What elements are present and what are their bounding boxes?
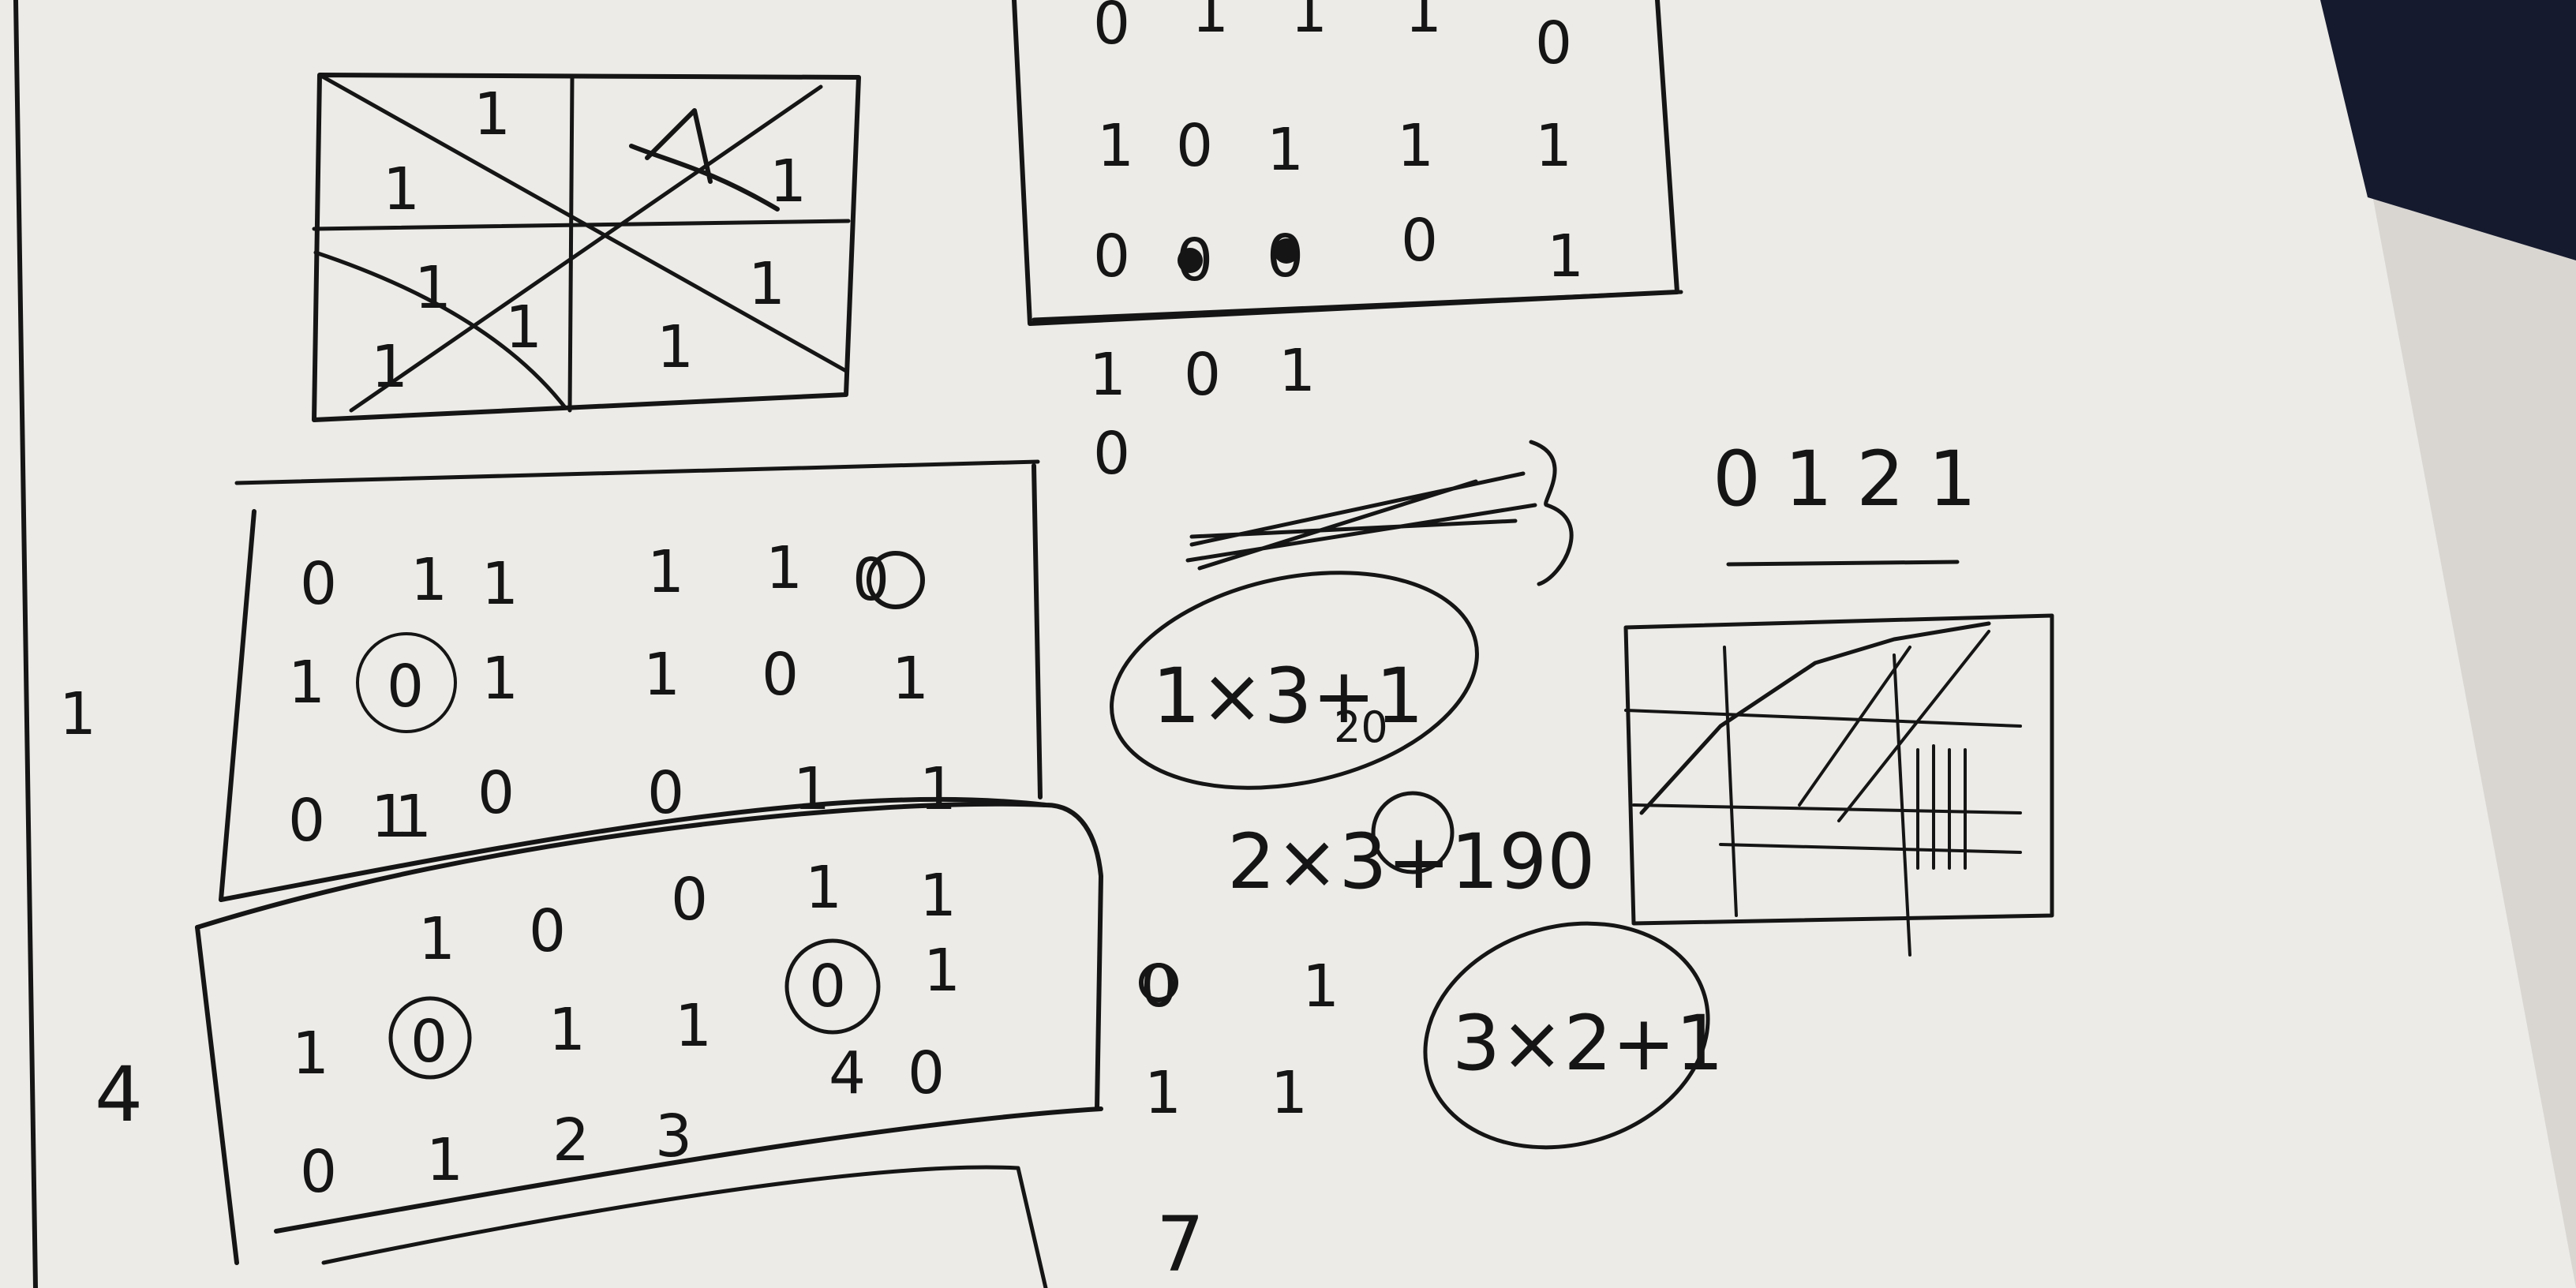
grid-b-cell: 0 xyxy=(1176,112,1213,180)
grid-c-cell: 1 xyxy=(647,538,684,606)
grid-c-cell: 0 xyxy=(387,653,424,721)
grid-a-cell: 1 xyxy=(505,294,542,361)
grid-d-cell: 0 xyxy=(300,1138,337,1206)
grid-c-cell: 1 xyxy=(371,783,408,851)
grid-c-cell: 1 xyxy=(919,755,957,823)
grid-c-margin-label: 1 xyxy=(59,680,96,748)
right-column-digit: 1 xyxy=(1144,1059,1181,1127)
grid-d-cell: 1 xyxy=(549,996,586,1064)
grid-b-below-cell: 0 xyxy=(1093,420,1130,488)
grid-b-cell: 0 xyxy=(1401,207,1438,275)
grid-c-cell: 1 xyxy=(410,546,447,614)
grid-d-cell: 4 xyxy=(829,1039,866,1107)
right-column-digit: 7 xyxy=(1156,1200,1204,1288)
grid-d-cell: 0 xyxy=(809,953,846,1020)
grid-c-cell: 1 xyxy=(288,649,325,717)
grid-d-cell: 1 xyxy=(805,854,842,922)
grid-c-cell: 0 xyxy=(477,759,515,827)
grid-a-cell: 1 xyxy=(414,254,451,322)
grid-d-cell: 1 xyxy=(919,862,957,930)
grid-d: 1 0 0 1 1 1 0 1 1 0 1 0 1 2 3 4 0 4 xyxy=(95,801,1103,1288)
grid-c-cell: 1 xyxy=(643,641,680,709)
grid-b-cell: 1 xyxy=(1397,112,1434,180)
grid-c: 0 1 1 1 1 0 1 0 1 1 0 1 0 1 1 0 0 1 1 1 xyxy=(59,459,1048,902)
grid-b-below-cell: 0 xyxy=(1184,341,1221,409)
right-column-digit: 1 xyxy=(1302,953,1339,1020)
grid-d-cell: 0 xyxy=(671,866,708,934)
grid-a-cell: 1 xyxy=(474,80,511,148)
grid-b-cell: 1 xyxy=(1405,0,1442,46)
grid-a-cell: 1 xyxy=(383,155,420,223)
grid-a-cell: 1 xyxy=(748,250,785,318)
formula-1-sub: 20 xyxy=(1334,702,1388,752)
right-column-digit: 1 xyxy=(1271,1059,1308,1127)
grid-b-cell: 1 xyxy=(1547,223,1584,290)
grid-c-cell: 0 xyxy=(288,787,325,855)
grid-d-cell: 0 xyxy=(529,897,566,965)
grid-c-cell: 1 xyxy=(766,534,803,602)
grid-b-below-cell: 1 xyxy=(1089,341,1126,409)
grid-d-cell: 1 xyxy=(292,1020,329,1088)
right-column-digits: 0 1 1 1 7 xyxy=(1139,953,1339,1288)
grid-c-cell: 0 xyxy=(762,641,799,709)
grid-d-cell: 3 xyxy=(655,1103,692,1170)
grid-b-cell: 1 xyxy=(1267,116,1304,184)
grid-b-cell: 1 xyxy=(1097,112,1134,180)
grid-c-cell: 1 xyxy=(395,783,432,851)
top-right-digits: 0121 xyxy=(1713,435,2000,523)
grid-a-cell: 1 xyxy=(657,313,694,381)
grid-d-cell: 1 xyxy=(418,905,455,973)
grid-b-cell: 1 xyxy=(1192,0,1229,46)
grid-d-cell: 0 xyxy=(410,1008,447,1076)
formula-3: 3×2+1 xyxy=(1452,999,1724,1088)
grid-d-cell: 1 xyxy=(426,1126,463,1194)
grid-c-cell: 1 xyxy=(481,645,519,713)
right-column-digit: 0 xyxy=(1140,953,1178,1020)
grid-a-cell: 1 xyxy=(769,148,807,215)
grid-c-cell: 0 xyxy=(300,550,337,618)
dark-corner xyxy=(2320,0,2576,260)
grid-b-cell: 0 xyxy=(1093,0,1130,58)
formula-1: 1×3+1 xyxy=(1152,652,1424,740)
grid-a-cell: 1 xyxy=(371,333,408,401)
grid-d-margin-label: 4 xyxy=(95,1050,143,1139)
paper-left-edge xyxy=(13,0,38,1288)
grid-a: 1 1 1 1 1 1 1 1 xyxy=(312,73,861,422)
grid-c-cell: 1 xyxy=(892,645,929,713)
grid-b: 0 1 1 1 0 1 0 1 1 1 0 0 0 0 1 1 0 1 0 xyxy=(1012,0,1683,488)
grid-d-cell: 0 xyxy=(908,1039,945,1107)
grid-b-cell: 0 xyxy=(1093,223,1130,290)
grid-d-cell: 1 xyxy=(675,992,712,1060)
grid-b-cell: 1 xyxy=(1535,112,1572,180)
formulas: 1×3+1 20 2×3+190 3×2+1 xyxy=(1110,440,1724,1150)
grid-d-cell: 1 xyxy=(923,937,960,1005)
formula-2: 2×3+190 xyxy=(1227,818,1595,906)
grid-b-cell: 0 xyxy=(1535,9,1572,77)
top-right-sketch: 0121 xyxy=(1623,435,2054,957)
grid-b-below-cell: 1 xyxy=(1279,337,1316,405)
grid-c-cell: 1 xyxy=(481,550,519,618)
grid-d-cell: 2 xyxy=(552,1106,590,1174)
grid-b-cell: 1 xyxy=(1290,0,1327,46)
grid-c-cell: 0 xyxy=(647,759,684,827)
